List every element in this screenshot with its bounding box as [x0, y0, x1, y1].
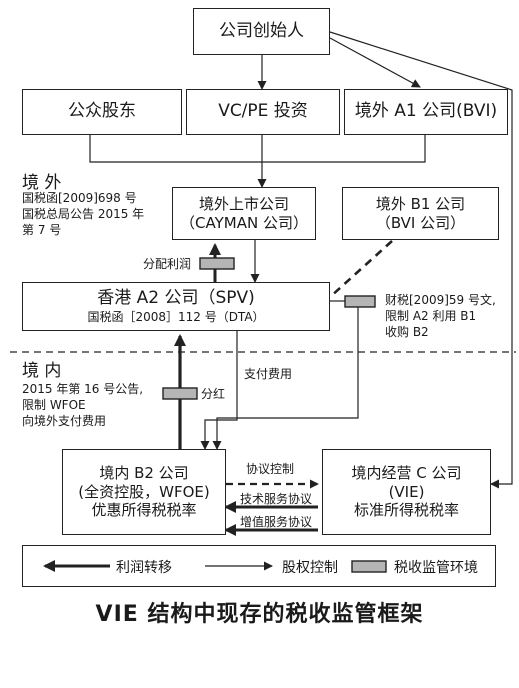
legend-profit-transfer: 利润转移 — [116, 560, 172, 576]
vcpe-label: VC/PE 投资 — [218, 101, 308, 122]
pay-fees-label: 支付费用 — [244, 367, 293, 381]
c-line-1: 境内经营 C 公司 — [351, 463, 462, 482]
announcement16-notes: 2015 年第 16 号公告, 限制 WFOE 向境外支付费用 — [22, 381, 143, 430]
b2-line-3: 优惠所得税税率 — [91, 501, 197, 520]
legend-equity-control: 股权控制 — [282, 560, 338, 576]
offshore-note-3: 第 7 号 — [22, 223, 62, 238]
b1-to-a2-dashed-line — [329, 240, 393, 298]
legend-tax-env: 税收监管环境 — [394, 560, 478, 576]
b2-line-2: (全资控股，WFOE) — [78, 482, 210, 501]
offshore-note-1: 国税函[2009]698 号 — [22, 191, 137, 205]
announcement16-note-3: 向境外支付费用 — [22, 414, 107, 429]
founder-to-c-line — [329, 31, 513, 489]
tax-box-dividend — [162, 387, 198, 400]
public-shareholders-label: 公众股东 — [68, 101, 136, 122]
a2-label: 香港 A2 公司（SPV) — [97, 288, 255, 309]
announcement16-note-1: 2015 年第 16 号公告, — [22, 382, 144, 396]
caishui-notes: 财税[2009]59 号文, 限制 A2 利用 B1 收购 B2 — [385, 292, 496, 341]
c-box: 境内经营 C 公司 (VIE) 标准所得税税率 — [322, 449, 491, 535]
vcpe-box: VC/PE 投资 — [186, 89, 340, 135]
dividend-label: 分红 — [201, 387, 226, 401]
b2-line-1: 境内 B2 公司 — [99, 463, 189, 482]
caishui-note-2: 限制 A2 利用 B1 — [385, 309, 477, 324]
a1-box: 境外 A1 公司(BVI) — [344, 89, 508, 135]
b1-to-b2-line — [212, 306, 359, 450]
offshore-notes: 国税函[2009]698 号 国税总局公告 2015 年 第 7 号 — [22, 190, 144, 239]
announcement16-note-2: 限制 WFOE — [22, 398, 86, 413]
listed-company-box: 境外上市公司 （CAYMAN 公司） — [172, 187, 316, 240]
onshore-zone-label: 境 内 — [22, 361, 62, 381]
b1-box: 境外 B1 公司 （BVI 公司） — [342, 187, 499, 240]
listed-line-1: 境外上市公司 — [198, 194, 289, 213]
b2-box: 境内 B2 公司 (全资控股，WFOE) 优惠所得税税率 — [62, 449, 226, 535]
b1-line-2: （BVI 公司） — [375, 213, 466, 232]
c-line-2: (VIE) — [388, 482, 425, 501]
c-line-3: 标准所得税税率 — [353, 501, 459, 520]
b1-line-1: 境外 B1 公司 — [375, 194, 466, 213]
shareholders-merge-line — [89, 135, 426, 163]
offshore-zone-label: 境 外 — [22, 173, 62, 193]
value-added-label: 增值服务协议 — [240, 515, 313, 529]
tax-box-dividend-profit — [199, 257, 235, 270]
caishui-note-3: 收购 B2 — [385, 325, 429, 340]
listed-line-2: （CAYMAN 公司） — [180, 213, 308, 232]
a1-label: 境外 A1 公司(BVI) — [354, 101, 498, 122]
public-shareholders-box: 公众股东 — [22, 89, 182, 135]
a2-note: 国税函［2008］112 号（DTA） — [87, 309, 265, 324]
founder-box: 公司创始人 — [193, 8, 330, 55]
founder-label: 公司创始人 — [219, 20, 304, 41]
founder-to-a1-line — [329, 37, 421, 88]
dividend-profit-label: 分配利润 — [143, 257, 192, 271]
pay-fees-line — [200, 331, 238, 450]
agreement-control-label: 协议控制 — [246, 462, 295, 476]
caishui-note-1: 财税[2009]59 号文, — [385, 293, 496, 307]
offshore-note-2: 国税总局公告 2015 年 — [22, 207, 145, 222]
diagram-caption: VIE 结构中现存的税收监管框架 — [95, 602, 424, 627]
tech-service-label: 技术服务协议 — [240, 492, 313, 506]
a2-box: 香港 A2 公司（SPV) 国税函［2008］112 号（DTA） — [22, 282, 330, 331]
legend-tax-box — [351, 560, 387, 573]
tax-box-caishui — [344, 295, 376, 308]
legend-box — [22, 545, 496, 587]
